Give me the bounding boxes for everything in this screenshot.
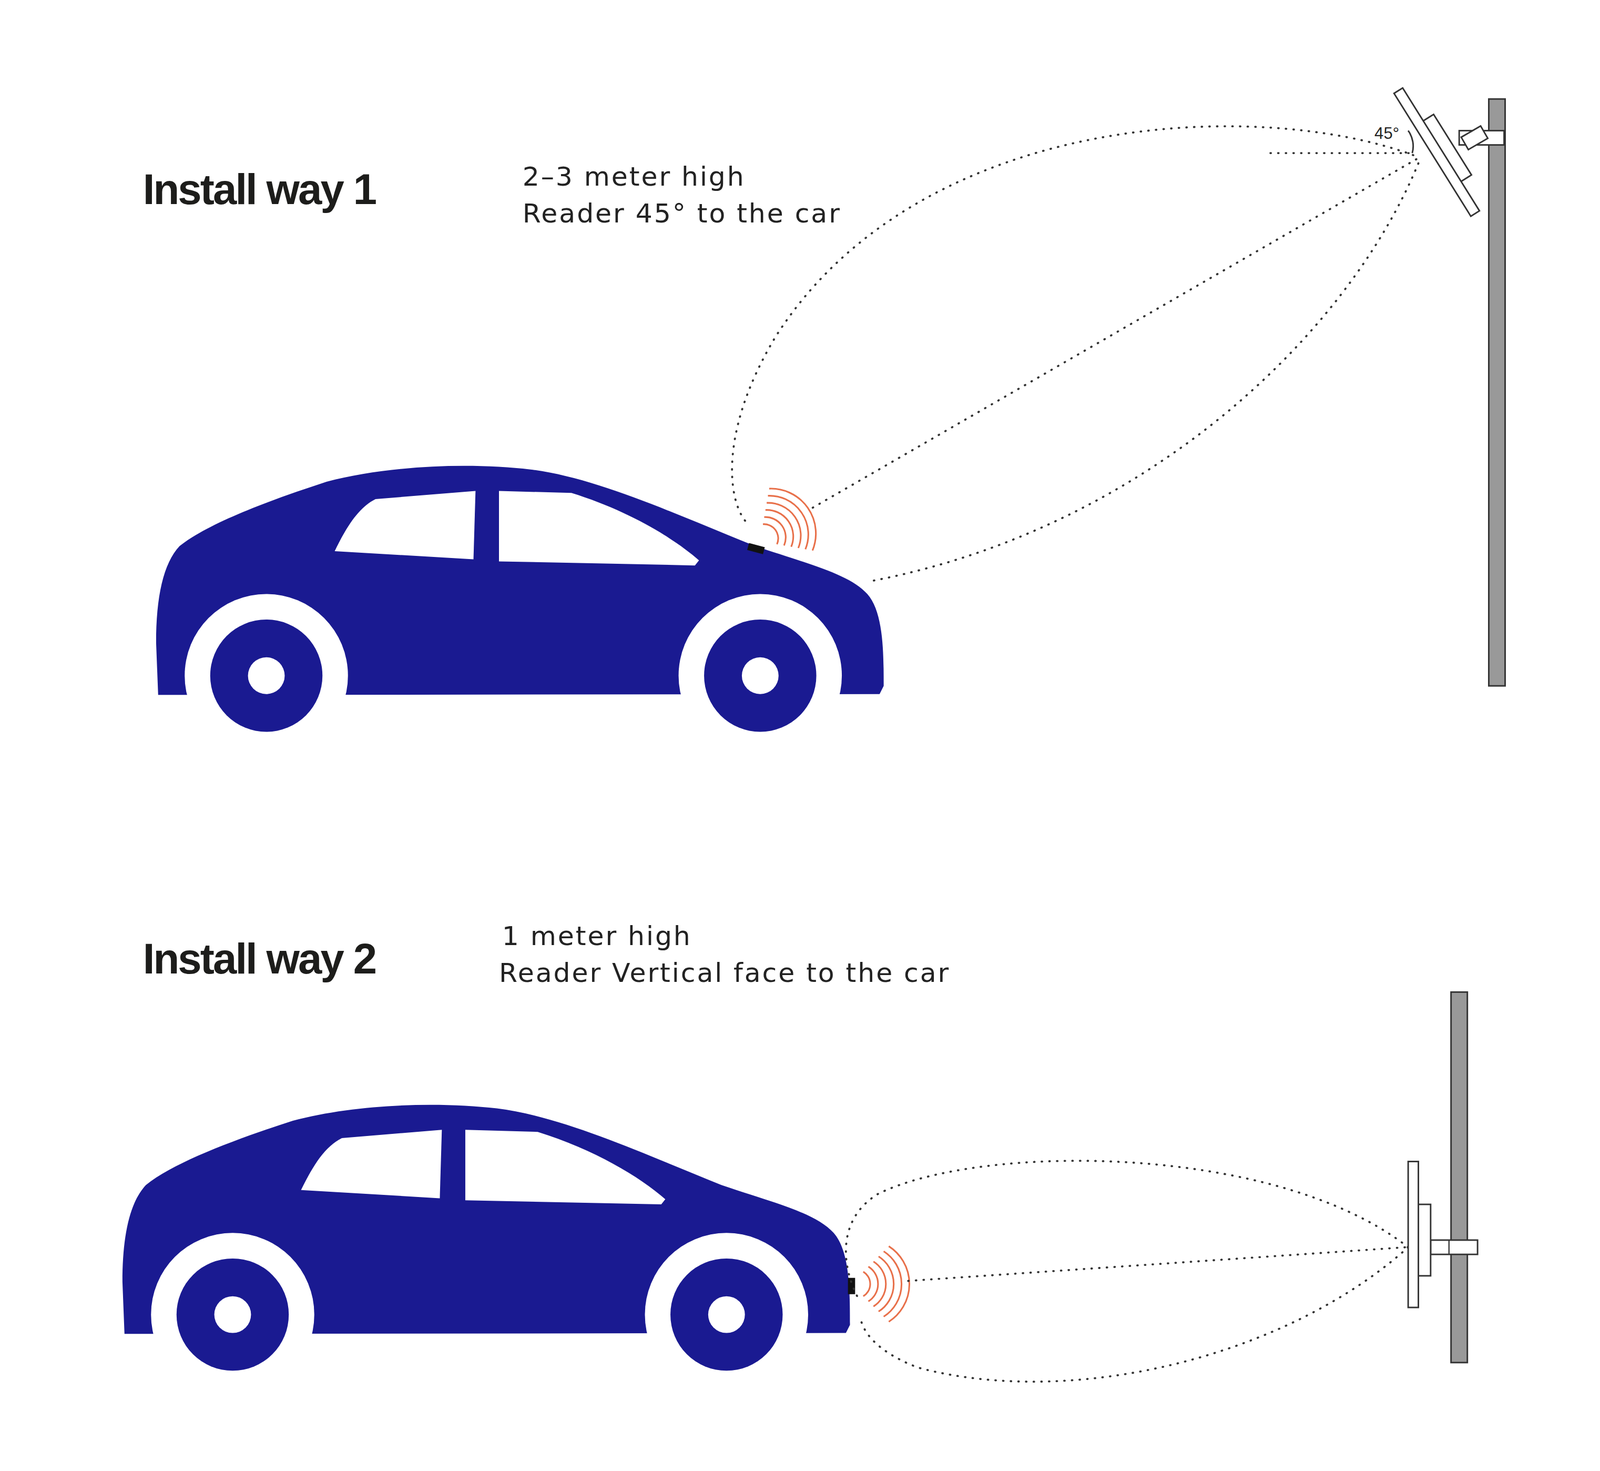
orientation-note: Reader Vertical face to the car xyxy=(498,956,951,988)
height-note: 1 meter high xyxy=(502,920,692,952)
height-note: 2–3 meter high xyxy=(522,161,746,192)
angle-note: Reader 45° to the car xyxy=(522,197,842,229)
section-heading: Install way 2 xyxy=(143,934,376,984)
angle-label: 45° xyxy=(1374,124,1400,144)
section-heading: Install way 1 xyxy=(143,165,376,214)
